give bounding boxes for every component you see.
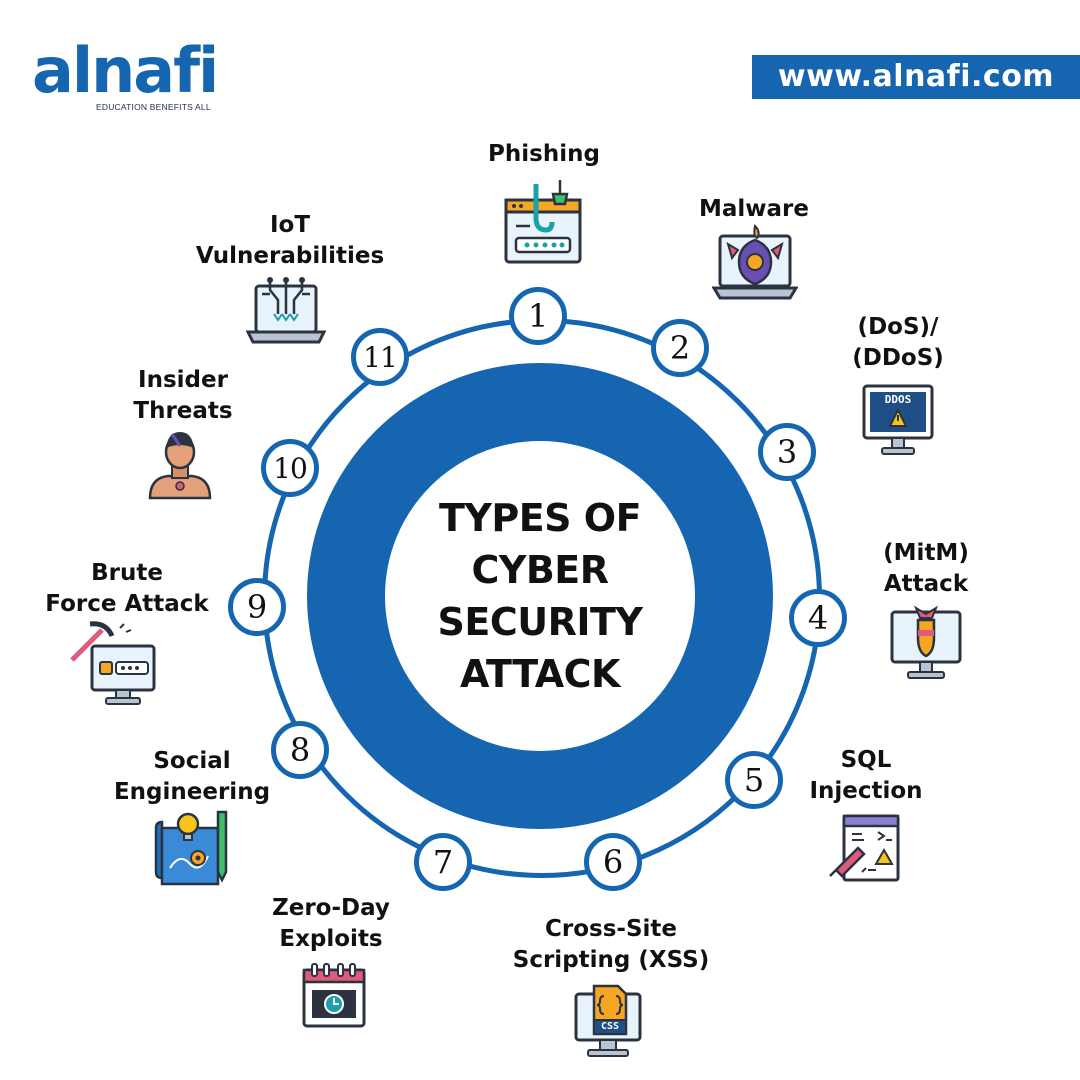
node-11: 11 <box>351 328 409 386</box>
label-ddos: (DoS)/ (DDoS) <box>852 314 944 371</box>
node-8: 8 <box>271 721 329 779</box>
brute-force-icon <box>70 621 156 705</box>
mitm-monitor-icon <box>890 605 962 679</box>
label-xss: Cross-Site Scripting (XSS) <box>512 916 710 973</box>
node-6: 6 <box>584 833 642 891</box>
node-1: 1 <box>509 287 567 345</box>
ddos-monitor-icon <box>862 384 934 455</box>
node-4: 4 <box>789 589 847 647</box>
zero-day-calendar-icon <box>302 963 366 1028</box>
malware-icon <box>712 223 798 300</box>
label-phishing: Phishing <box>488 141 600 167</box>
phishing-icon <box>504 180 582 264</box>
xss-css-icon <box>574 984 642 1057</box>
logo-tagline: EDUCATION BENEFITS ALL <box>96 102 211 112</box>
social-engineering-icon <box>154 810 228 886</box>
center-donut-hole <box>385 441 695 751</box>
label-mitm: (MitM) Attack <box>883 540 969 597</box>
label-brute-force: Brute Force Attack <box>45 560 209 617</box>
logo-text: alnafi <box>32 34 219 107</box>
center-title: TYPES OF CYBER SECURITY ATTACK <box>437 496 643 696</box>
label-malware: Malware <box>698 196 810 222</box>
xss-icon-text: CSS <box>600 1021 620 1032</box>
alnafi-logo: alnafi EDUCATION BENEFITS ALL <box>32 36 262 114</box>
node-5: 5 <box>725 751 783 809</box>
website-banner: www.alnafi.com <box>752 55 1080 99</box>
iot-icon <box>246 277 326 344</box>
sql-injection-icon <box>829 814 900 882</box>
label-insider-threats: Insider Threats <box>133 367 233 424</box>
node-9: 9 <box>228 578 286 636</box>
node-10: 10 <box>261 439 319 497</box>
label-social-engineering: Social Engineering <box>113 748 271 805</box>
label-iot: IoT Vulnerabilities <box>195 212 385 269</box>
node-7: 7 <box>414 833 472 891</box>
node-3: 3 <box>758 423 816 481</box>
insider-threat-icon <box>148 432 212 500</box>
ddos-icon-text: DDOS <box>884 393 912 406</box>
label-sql-injection: SQL Injection <box>809 747 923 804</box>
label-zero-day: Zero-Day Exploits <box>272 895 390 952</box>
node-2: 2 <box>651 319 709 377</box>
